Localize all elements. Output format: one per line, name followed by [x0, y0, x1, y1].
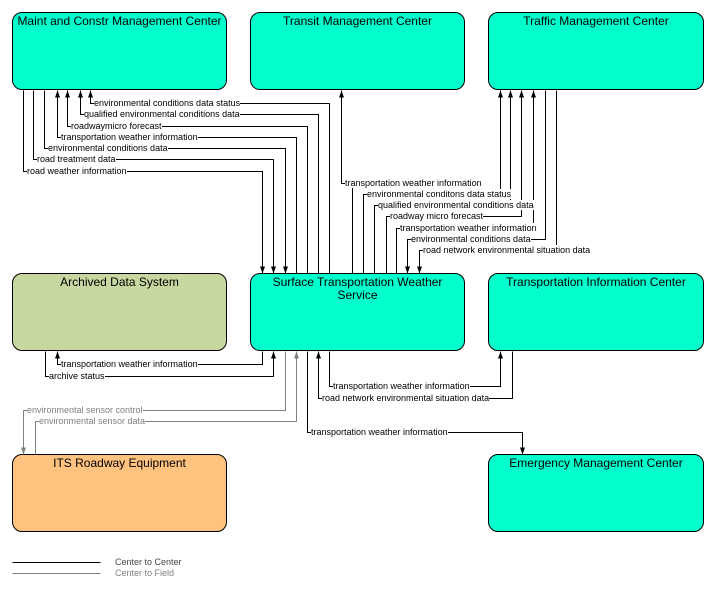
maint-constr-management-center-box[interactable]: Maint and Constr Management Center: [12, 12, 227, 90]
flow-label-env-sensor-data: environmental sensor data: [39, 416, 146, 426]
flow-label-roadway-micro-forecast-tmc: roadway micro forecast: [390, 211, 484, 221]
flow-label-transportation-weather-info-transit: transportation weather information: [345, 178, 482, 188]
legend-label-center-to-field: Center to Field: [115, 568, 175, 578]
flow-label-roadway-micro-forecast-mcm: roadwaymicro forecast: [71, 121, 162, 131]
box-title: Emergency Management Center: [509, 456, 683, 470]
surface-transportation-weather-service-box[interactable]: Surface Transportation Weather Service: [250, 273, 465, 351]
box-title: Traffic Management Center: [523, 14, 669, 28]
flow-label-env-conditions-data-tmc: environmental conditions data: [411, 234, 531, 244]
flow-label-road-treatment-data: road treatment data: [37, 154, 116, 164]
flow-label-qualified-env-conditions-data-tmc: qualified environmental conditions data: [378, 200, 534, 210]
box-title: ITS Roadway Equipment: [53, 456, 186, 470]
flow-label-env-sensor-control: environmental sensor control: [27, 405, 143, 415]
flow-label-transportation-weather-info-tmc: transportation weather information: [400, 223, 537, 233]
flow-line-transportation-weather-info-to-emc: [307, 351, 525, 455]
box-title: Transit Management Center: [283, 14, 432, 28]
flow-label-env-conditions-data-mcm: environmental conditions data: [48, 143, 168, 153]
emergency-management-center-box[interactable]: Emergency Management Center: [488, 454, 704, 532]
flow-label-env-conditions-data-status-tmc: environmental conditons data status: [367, 189, 512, 199]
archived-data-system-box[interactable]: Archived Data System: [12, 273, 227, 351]
legend-label-center-to-center: Center to Center: [115, 557, 182, 567]
traffic-management-center-box[interactable]: Traffic Management Center: [488, 12, 704, 90]
flow-label-qualified-env-conditions-data-mcm: qualified environmental conditions data: [84, 109, 240, 119]
flow-label-env-conditions-data-status-mcm: environmental conditions data status: [94, 98, 241, 108]
transportation-information-center-box[interactable]: Transportation Information Center: [488, 273, 704, 351]
flow-label-transportation-weather-info-tic: transportation weather information: [333, 381, 470, 391]
flow-label-road-network-env-situation-data-tmc: road network environmental situation dat…: [423, 245, 591, 255]
flow-label-road-network-env-situation-data-tic: road network environmental situation dat…: [322, 393, 490, 403]
flow-line-road-network-env-situation-data-from-tic: [316, 351, 513, 399]
flow-label-road-weather-info: road weather information: [27, 166, 127, 176]
box-title: Archived Data System: [60, 275, 179, 289]
its-roadway-equipment-box[interactable]: ITS Roadway Equipment: [12, 454, 227, 532]
flow-label-transportation-weather-info-emc: transportation weather information: [311, 427, 448, 437]
box-title: Maint and Constr Management Center: [17, 14, 222, 28]
transit-management-center-box[interactable]: Transit Management Center: [250, 12, 465, 90]
flow-label-transportation-weather-info-archive: transportation weather information: [61, 359, 198, 369]
flow-label-transportation-weather-info-mcm: transportation weather information: [61, 132, 198, 142]
box-title: Surface Transportation Weather Service: [272, 275, 443, 302]
flow-label-archive-status: archive status: [49, 371, 105, 381]
box-title: Transportation Information Center: [506, 275, 686, 289]
